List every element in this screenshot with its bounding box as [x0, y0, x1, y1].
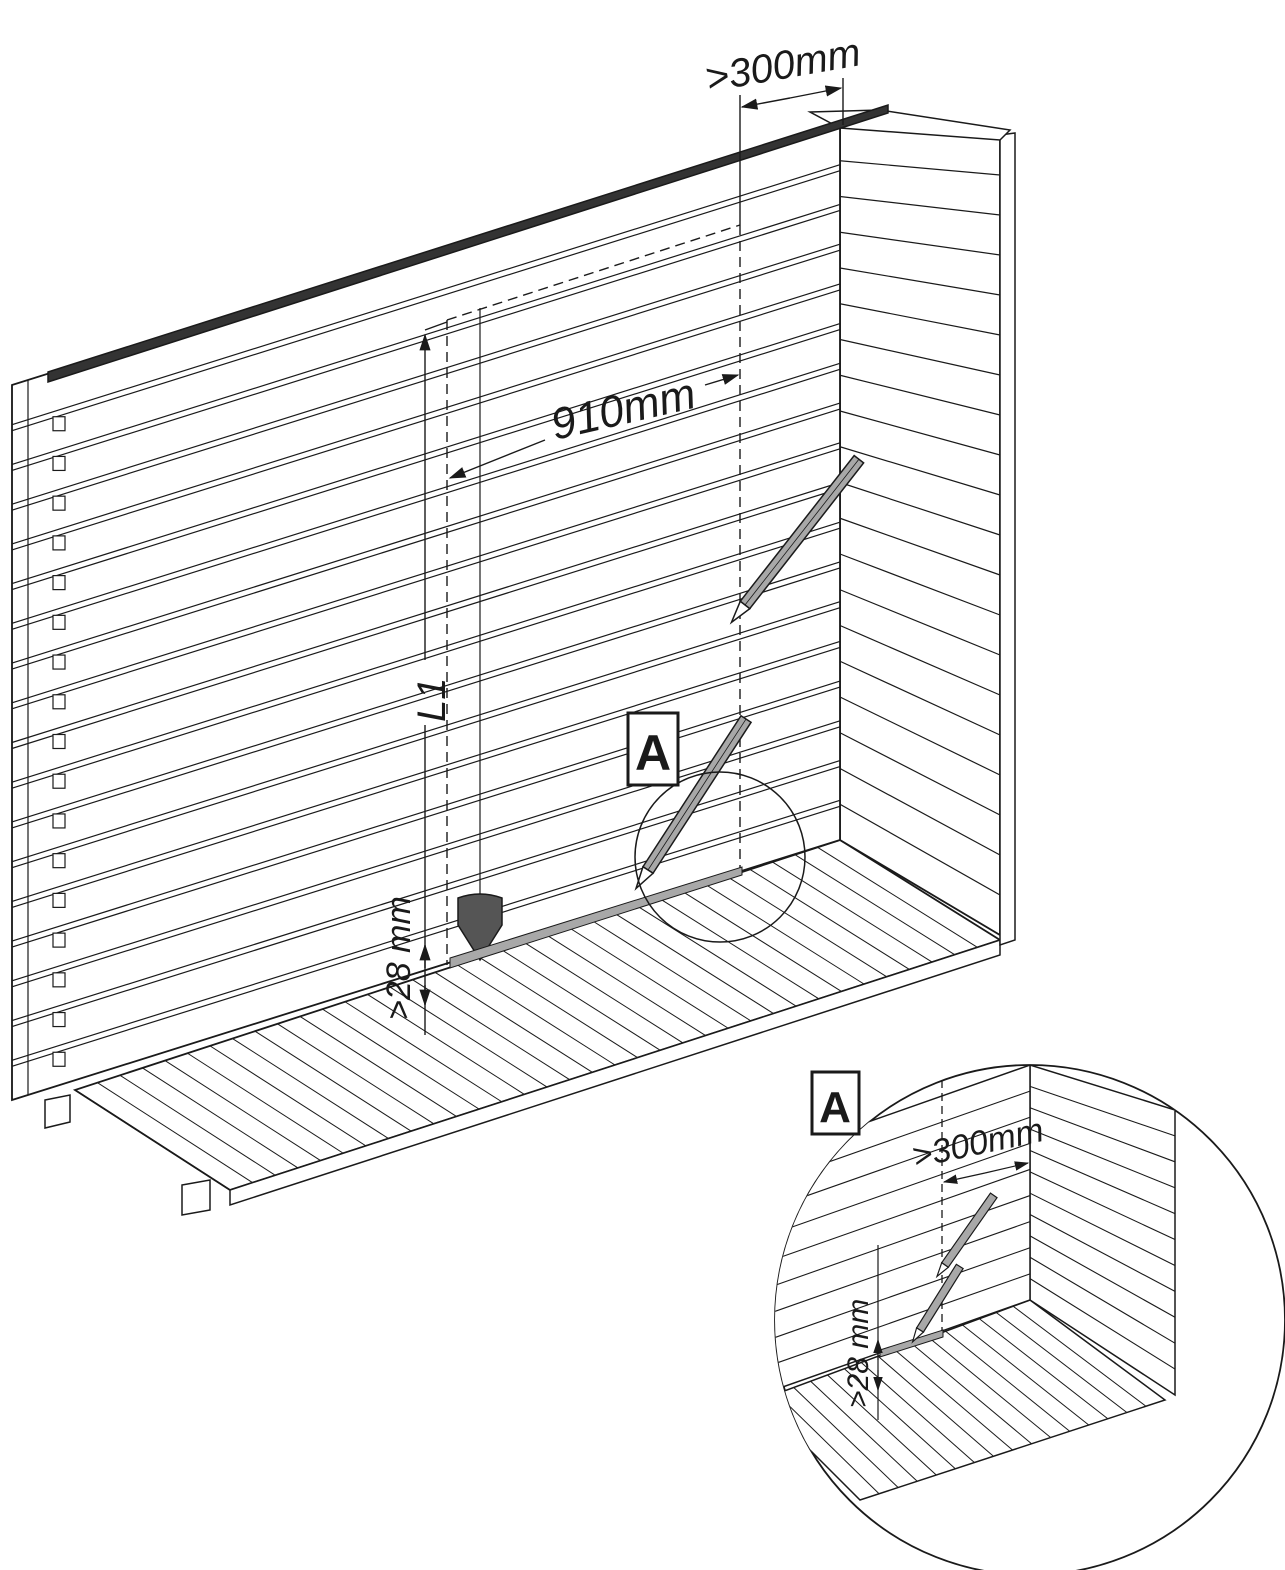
callout-label: A: [635, 725, 671, 781]
main-view: L1 910mm >300mm >28 mm: [11, 30, 1016, 1216]
dimension-top-gap: [739, 78, 844, 225]
callout-box: [626, 711, 680, 787]
pencil-icon: [634, 714, 753, 891]
floor-boards: [97, 846, 978, 1184]
pencil-icon: [729, 454, 865, 625]
log-ends: [52, 416, 66, 1067]
dimension-width: [448, 374, 740, 479]
dimension-L1: [419, 321, 448, 1035]
detail-bottom-gap-label: >28 mm: [842, 1299, 875, 1408]
detail-callout-label: A: [819, 1083, 851, 1132]
bottom-gap-label: >28 mm: [380, 896, 418, 1020]
door-outline: [446, 224, 741, 965]
top-gap-label: >300mm: [702, 30, 864, 101]
detail-circle: [634, 771, 806, 943]
height-label: L1: [410, 678, 454, 723]
detail-callout-box: [810, 1070, 861, 1136]
side-wall-logs: [839, 160, 1001, 896]
detail-view: >300mm >28 mm A: [774, 1064, 1285, 1570]
